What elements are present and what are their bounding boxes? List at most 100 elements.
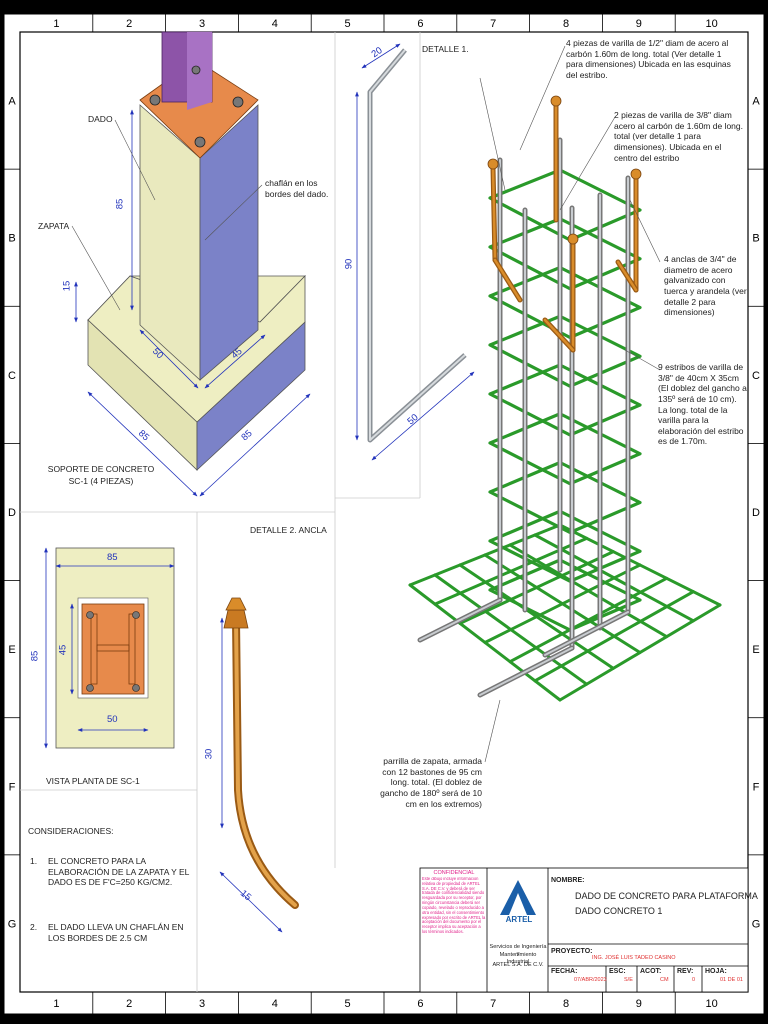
grid-row-label-C-left: C	[8, 370, 16, 382]
grid-col-label-9-bottom: 9	[636, 998, 642, 1010]
grid-col-label-8-bottom: 8	[563, 998, 569, 1010]
grid-row-label-A-left: A	[8, 96, 16, 108]
tb-fecha-label: FECHA:	[551, 968, 578, 975]
grid-col-label-3-top: 3	[199, 18, 205, 30]
tb-acot-value: CM	[660, 977, 669, 983]
ancla-tuerca-3	[630, 168, 642, 180]
tb-rev-label: REV:	[677, 968, 694, 975]
detalle1-title: DETALLE 1.	[422, 44, 469, 54]
grid-row-label-F-left: F	[9, 781, 16, 793]
grid-col-label-8-top: 8	[563, 18, 569, 30]
consideration-1-num: 1.	[30, 856, 38, 866]
parrilla-bar-a-6	[558, 523, 722, 607]
grid-col-label-7-top: 7	[490, 18, 496, 30]
iso-caption-line2: SC-1 (4 PIEZAS)	[68, 476, 134, 486]
tb-fecha-value: 07/ABR/2023	[574, 977, 607, 983]
grid-col-label-7-bottom: 7	[490, 998, 496, 1010]
label-zapata: ZAPATA	[38, 221, 70, 231]
grid-col-label-10-top: 10	[705, 18, 717, 30]
parrilla-bar-b-6	[558, 603, 722, 702]
plan-dim-top: 85	[107, 552, 118, 563]
detalle2-title: DETALLE 2. ANCLA	[250, 525, 327, 535]
artel-logo	[500, 880, 536, 915]
tb-proyecto-value: ING. JOSÉ LUIS TADEO CASINO	[592, 955, 676, 961]
grid-row-label-G-right: G	[752, 918, 761, 930]
plan-dim-inner-v: 45	[57, 644, 69, 656]
tb-rev-value: 0	[692, 977, 696, 983]
consideration-2-num: 2.	[30, 922, 38, 932]
grid-row-label-E-right: E	[752, 644, 759, 656]
grid-row-label-D-right: D	[752, 507, 760, 519]
tb-esc-value: S/E	[624, 977, 633, 983]
iso-caption-line1: SOPORTE DE CONCRETO	[47, 464, 155, 474]
tb-confidential-text: Este dibujo incluye informacion relativa…	[422, 877, 486, 935]
grid-col-label-1-bottom: 1	[53, 998, 59, 1010]
plan-dimension-lines	[44, 547, 175, 749]
plan-view-drawing	[55, 547, 175, 749]
ancla-tuerca-2	[550, 95, 562, 107]
grid-col-label-10-bottom: 10	[705, 998, 717, 1010]
detalle2-dimension-lines	[219, 617, 283, 933]
label-chaflan: chaflán en los bordes del dado.	[265, 178, 329, 199]
grid-row-label-D-left: D	[8, 507, 16, 519]
tb-nombre-line1: DADO DE CONCRETO PARA PLATAFORMA	[575, 891, 758, 901]
tb-nombre-label: NOMBRE:	[551, 877, 585, 884]
title-block	[419, 867, 749, 993]
cage-note-4: 9 estribos de varilla de 3/8" de 40cm X …	[658, 362, 747, 447]
grid-col-label-9-top: 9	[636, 18, 642, 30]
detalle2-dim-vertical: 30	[203, 748, 215, 760]
grid-row-label-B-right: B	[752, 233, 759, 245]
tb-company-line2: Mantenimiento Industrial	[499, 952, 537, 965]
detalle1-dim-height: 90	[343, 258, 355, 270]
tb-esc-label: ESC:	[609, 968, 626, 975]
cage-note-1: 4 piezas de varilla de 1/2" diam de acer…	[566, 38, 731, 80]
tb-company-line3: ARTEL S.A. DE C.V.	[492, 962, 544, 968]
grid-col-label-2-bottom: 2	[126, 998, 132, 1010]
dim-zapata-height: 15	[61, 280, 73, 292]
grid-col-label-6-bottom: 6	[417, 998, 423, 1010]
ancla-tuerca-1	[487, 158, 499, 170]
grid-row-label-C-right: C	[752, 370, 760, 382]
grid-col-label-6-top: 6	[417, 18, 423, 30]
consideration-2-text: EL DADO LLEVA UN CHAFLÁN EN LOS BORDES D…	[48, 922, 184, 943]
grid-col-label-4-top: 4	[272, 18, 278, 30]
tb-logo-text: ARTEL	[505, 915, 533, 924]
label-dado: DADO	[88, 114, 113, 124]
parrilla-bar-b-5	[533, 590, 695, 683]
dim-dado-height: 85	[114, 198, 126, 210]
ancla-tuerca-4	[567, 233, 579, 245]
estribo-9	[488, 558, 642, 632]
consideration-1-text: EL CONCRETO PARA LA ELABORACIÓN DE LA ZA…	[48, 856, 190, 888]
grid-col-label-3-bottom: 3	[199, 998, 205, 1010]
considerations-title: CONSIDERACIONES:	[28, 826, 114, 836]
plan-dim-left: 85	[29, 650, 41, 662]
rebar-cage-3d	[408, 95, 722, 702]
tb-acot-label: ACOT:	[640, 968, 662, 975]
detalle1-dimension-lines	[355, 43, 475, 461]
grid-col-label-4-bottom: 4	[272, 998, 278, 1010]
grid-col-label-5-bottom: 5	[345, 998, 351, 1010]
tb-company-line1: Servicios de Ingeniería y	[489, 944, 547, 957]
cage-note-2: 2 piezas de varilla de 3/8" diam acero a…	[614, 110, 744, 163]
cage-note-3: 4 anclas de 3/4" de diametro de acero ga…	[664, 254, 747, 318]
tb-confidential-title: CONFIDENCIAL	[433, 870, 475, 876]
tb-nombre-line2: DADO CONCRETO 1	[575, 906, 663, 916]
tb-proyecto-label: PROYECTO:	[551, 948, 593, 955]
grid-row-label-F-right: F	[753, 781, 760, 793]
grid-row-label-G-left: G	[8, 918, 17, 930]
cage-note-5: parrilla de zapata, armada con 12 baston…	[380, 756, 482, 809]
grid-col-label-2-top: 2	[126, 18, 132, 30]
cage-leader-lines	[479, 45, 661, 763]
tb-hoja-label: HOJA:	[705, 968, 727, 975]
plan-caption: VISTA PLANTA DE SC-1	[46, 776, 140, 786]
iso-dimension-lines	[74, 109, 311, 497]
grid-row-label-B-left: B	[8, 233, 15, 245]
grid-col-label-5-top: 5	[345, 18, 351, 30]
plan-dim-inner-h: 50	[107, 714, 118, 725]
grid-row-label-A-right: A	[752, 96, 760, 108]
grid-row-label-E-left: E	[8, 644, 15, 656]
grid-col-label-1-top: 1	[53, 18, 59, 30]
tb-hoja-value: 01 DE 01	[720, 977, 743, 983]
detalle2-anchor	[223, 597, 299, 909]
